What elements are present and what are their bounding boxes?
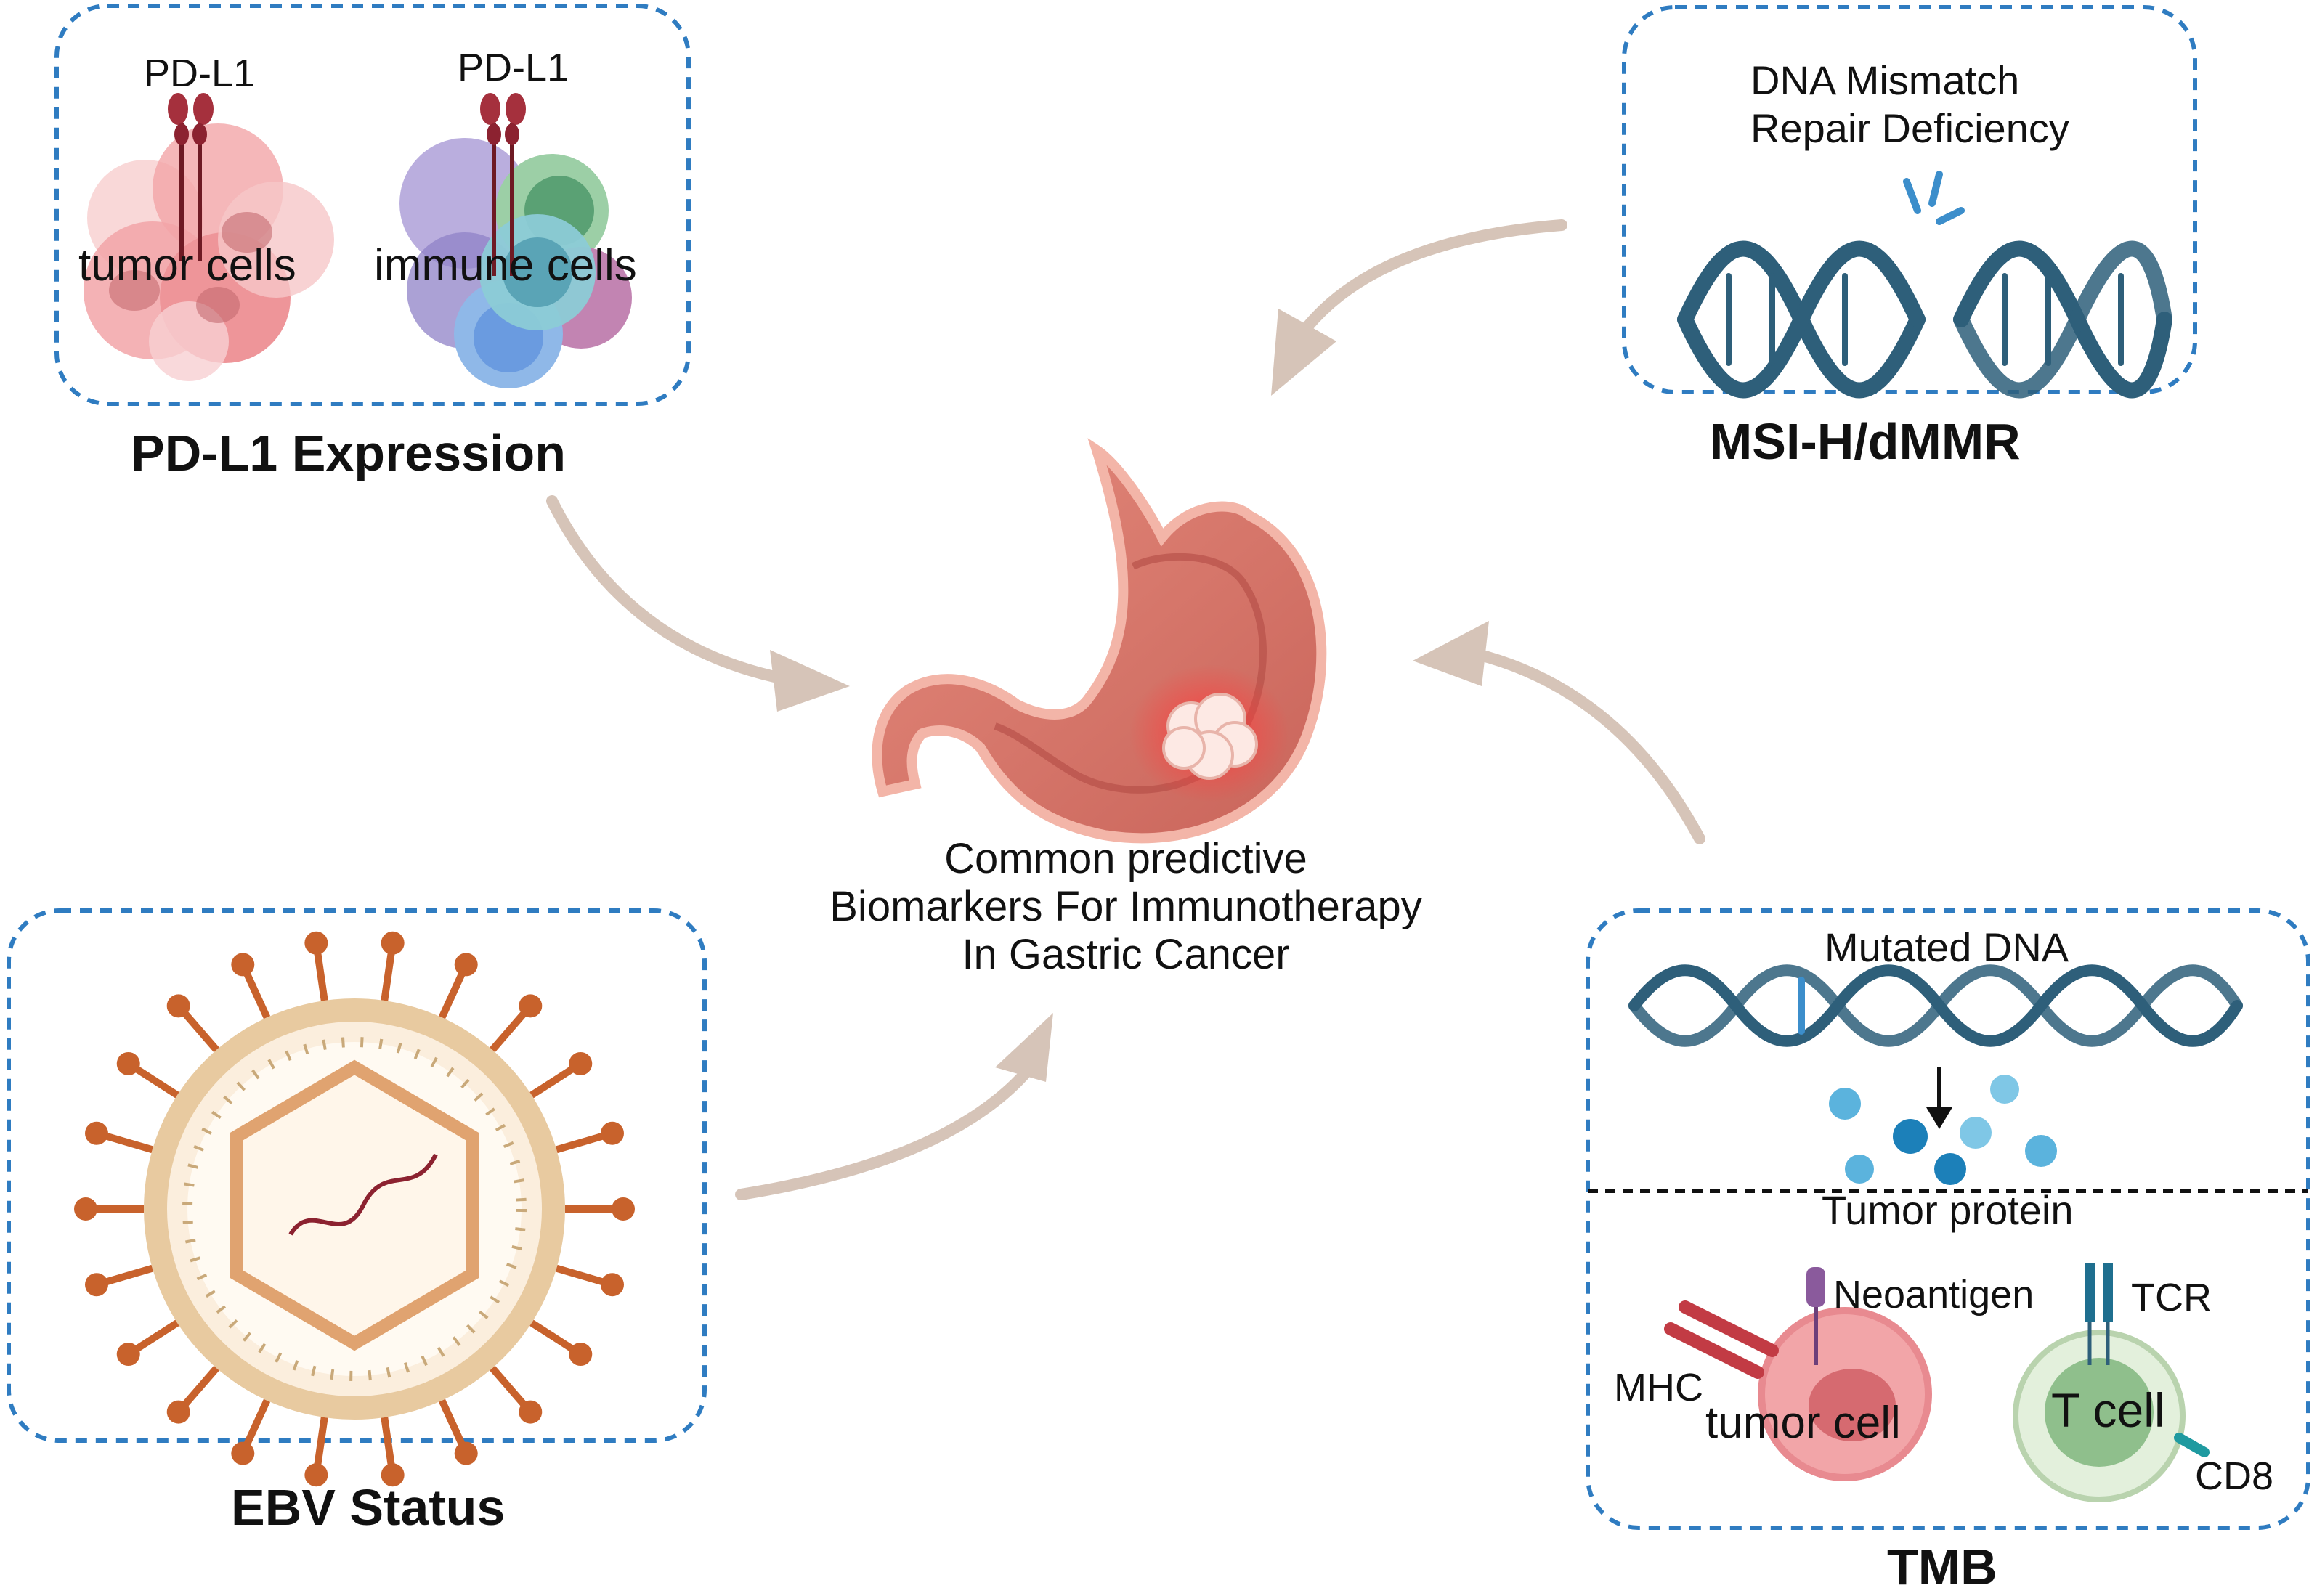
pdl1-panel-title: PD-L1 Expression: [131, 425, 567, 481]
virus-spike-tip: [116, 1343, 140, 1367]
t-cell-label: T cell: [2051, 1383, 2165, 1437]
cd8-label: CD8: [2195, 1454, 2274, 1498]
arrow-ebv-to-stomach: [735, 1069, 1030, 1200]
virus-spike-tip: [166, 994, 190, 1018]
mutated-dna-label: Mutated DNA: [1825, 924, 2069, 970]
tumor-cell-illustration: [1758, 1307, 1932, 1481]
tumor-protein-spheres: [1829, 1075, 2057, 1185]
virus-spike-tip: [454, 953, 478, 977]
tumor-protein-label: Tumor protein: [1822, 1187, 2074, 1233]
arrow-msi-to-stomach: [1302, 219, 1567, 333]
ebv-virus-illustration: [144, 998, 565, 1420]
tmb-panel-title: TMB: [1887, 1539, 1997, 1595]
virus-spike-tip: [304, 1463, 328, 1487]
arrow-pdl1-to-stomach: [546, 495, 790, 685]
virus-spike-tip: [519, 1400, 543, 1424]
tumor-pdl1-receptor: [168, 93, 214, 261]
immune-pdl1-receptor: [480, 93, 526, 276]
immune-cells-cluster: [399, 138, 632, 388]
msi-caption-line1: DNA Mismatch: [1750, 57, 2020, 103]
tumor-cells-cluster: [84, 123, 334, 381]
arrowhead-tmb: [1413, 621, 1489, 686]
virus-spike-tip: [519, 994, 543, 1018]
msi-panel-title: MSI-H/dMMR: [1710, 413, 2021, 470]
tmb-panel-border: [1586, 908, 2310, 1530]
tumor-mass: [1162, 693, 1258, 780]
neoantigen-label: Neoantigen: [1833, 1273, 2034, 1316]
arrowhead-ebv: [995, 1013, 1053, 1082]
virus-spike-tip: [569, 1051, 593, 1075]
neoantigen-icon: [1806, 1267, 1825, 1365]
virus-spike-tip: [381, 931, 405, 955]
immune-cells-label: immune cells: [374, 240, 637, 290]
virus-spike-tip: [74, 1197, 97, 1221]
ebv-spikes: [74, 931, 635, 1487]
ebv-panel-title: EBV Status: [231, 1479, 506, 1536]
center-caption: Common predictive Biomarkers For Immunot…: [799, 835, 1453, 979]
tumor-cell-label: tumor cell: [1705, 1398, 1901, 1448]
stomach-illustration: [872, 438, 1327, 844]
virus-spike-tip: [601, 1273, 625, 1297]
virus-spike-tip: [601, 1121, 625, 1145]
down-arrow-icon: [1926, 1067, 1952, 1129]
virus-spike-tip: [166, 1400, 190, 1424]
virus-spike-tip: [304, 931, 328, 955]
immune-pdl1-label: PD-L1: [458, 46, 569, 89]
virus-spike-tip: [116, 1051, 140, 1075]
tcr-label: TCR: [2131, 1276, 2212, 1319]
virus-spike-tip: [84, 1273, 108, 1297]
virus-spike-tip: [612, 1197, 635, 1221]
virus-spike-tip: [454, 1441, 478, 1465]
t-cell-illustration: [2013, 1330, 2186, 1502]
mhc-icon: [1664, 1300, 1779, 1379]
tcr-icon: [2085, 1263, 2113, 1365]
msi-caption-line2: Repair Deficiency: [1750, 105, 2069, 151]
msi-panel-border: [1622, 5, 2197, 394]
tumor-pdl1-label: PD-L1: [144, 52, 256, 95]
center-caption-line1: Common predictive: [944, 835, 1307, 882]
virus-spike-tip: [231, 1441, 255, 1465]
tumor-cells-label: tumor cells: [78, 240, 296, 290]
center-caption-line3: In Gastric Cancer: [962, 931, 1290, 978]
center-caption-line2: Biomarkers For Immunotherapy: [829, 883, 1422, 930]
arrow-tmb-to-stomach: [1469, 648, 1705, 844]
virus-spike-tip: [569, 1343, 593, 1367]
mutated-dna-helix: [1628, 964, 2243, 1047]
cd8-icon: [2174, 1433, 2210, 1457]
virus-spike-tip: [84, 1121, 108, 1145]
arrowhead-msi: [1271, 309, 1336, 396]
arrowhead-pdl1: [770, 650, 850, 712]
mismatch-spark: [1903, 171, 1965, 225]
dna-helix-mismatch: [1677, 240, 2172, 399]
mhc-label: MHC: [1614, 1366, 1703, 1409]
pdl1-panel-border: [54, 4, 691, 406]
virus-spike-tip: [381, 1463, 405, 1487]
virus-spike-tip: [231, 953, 255, 977]
